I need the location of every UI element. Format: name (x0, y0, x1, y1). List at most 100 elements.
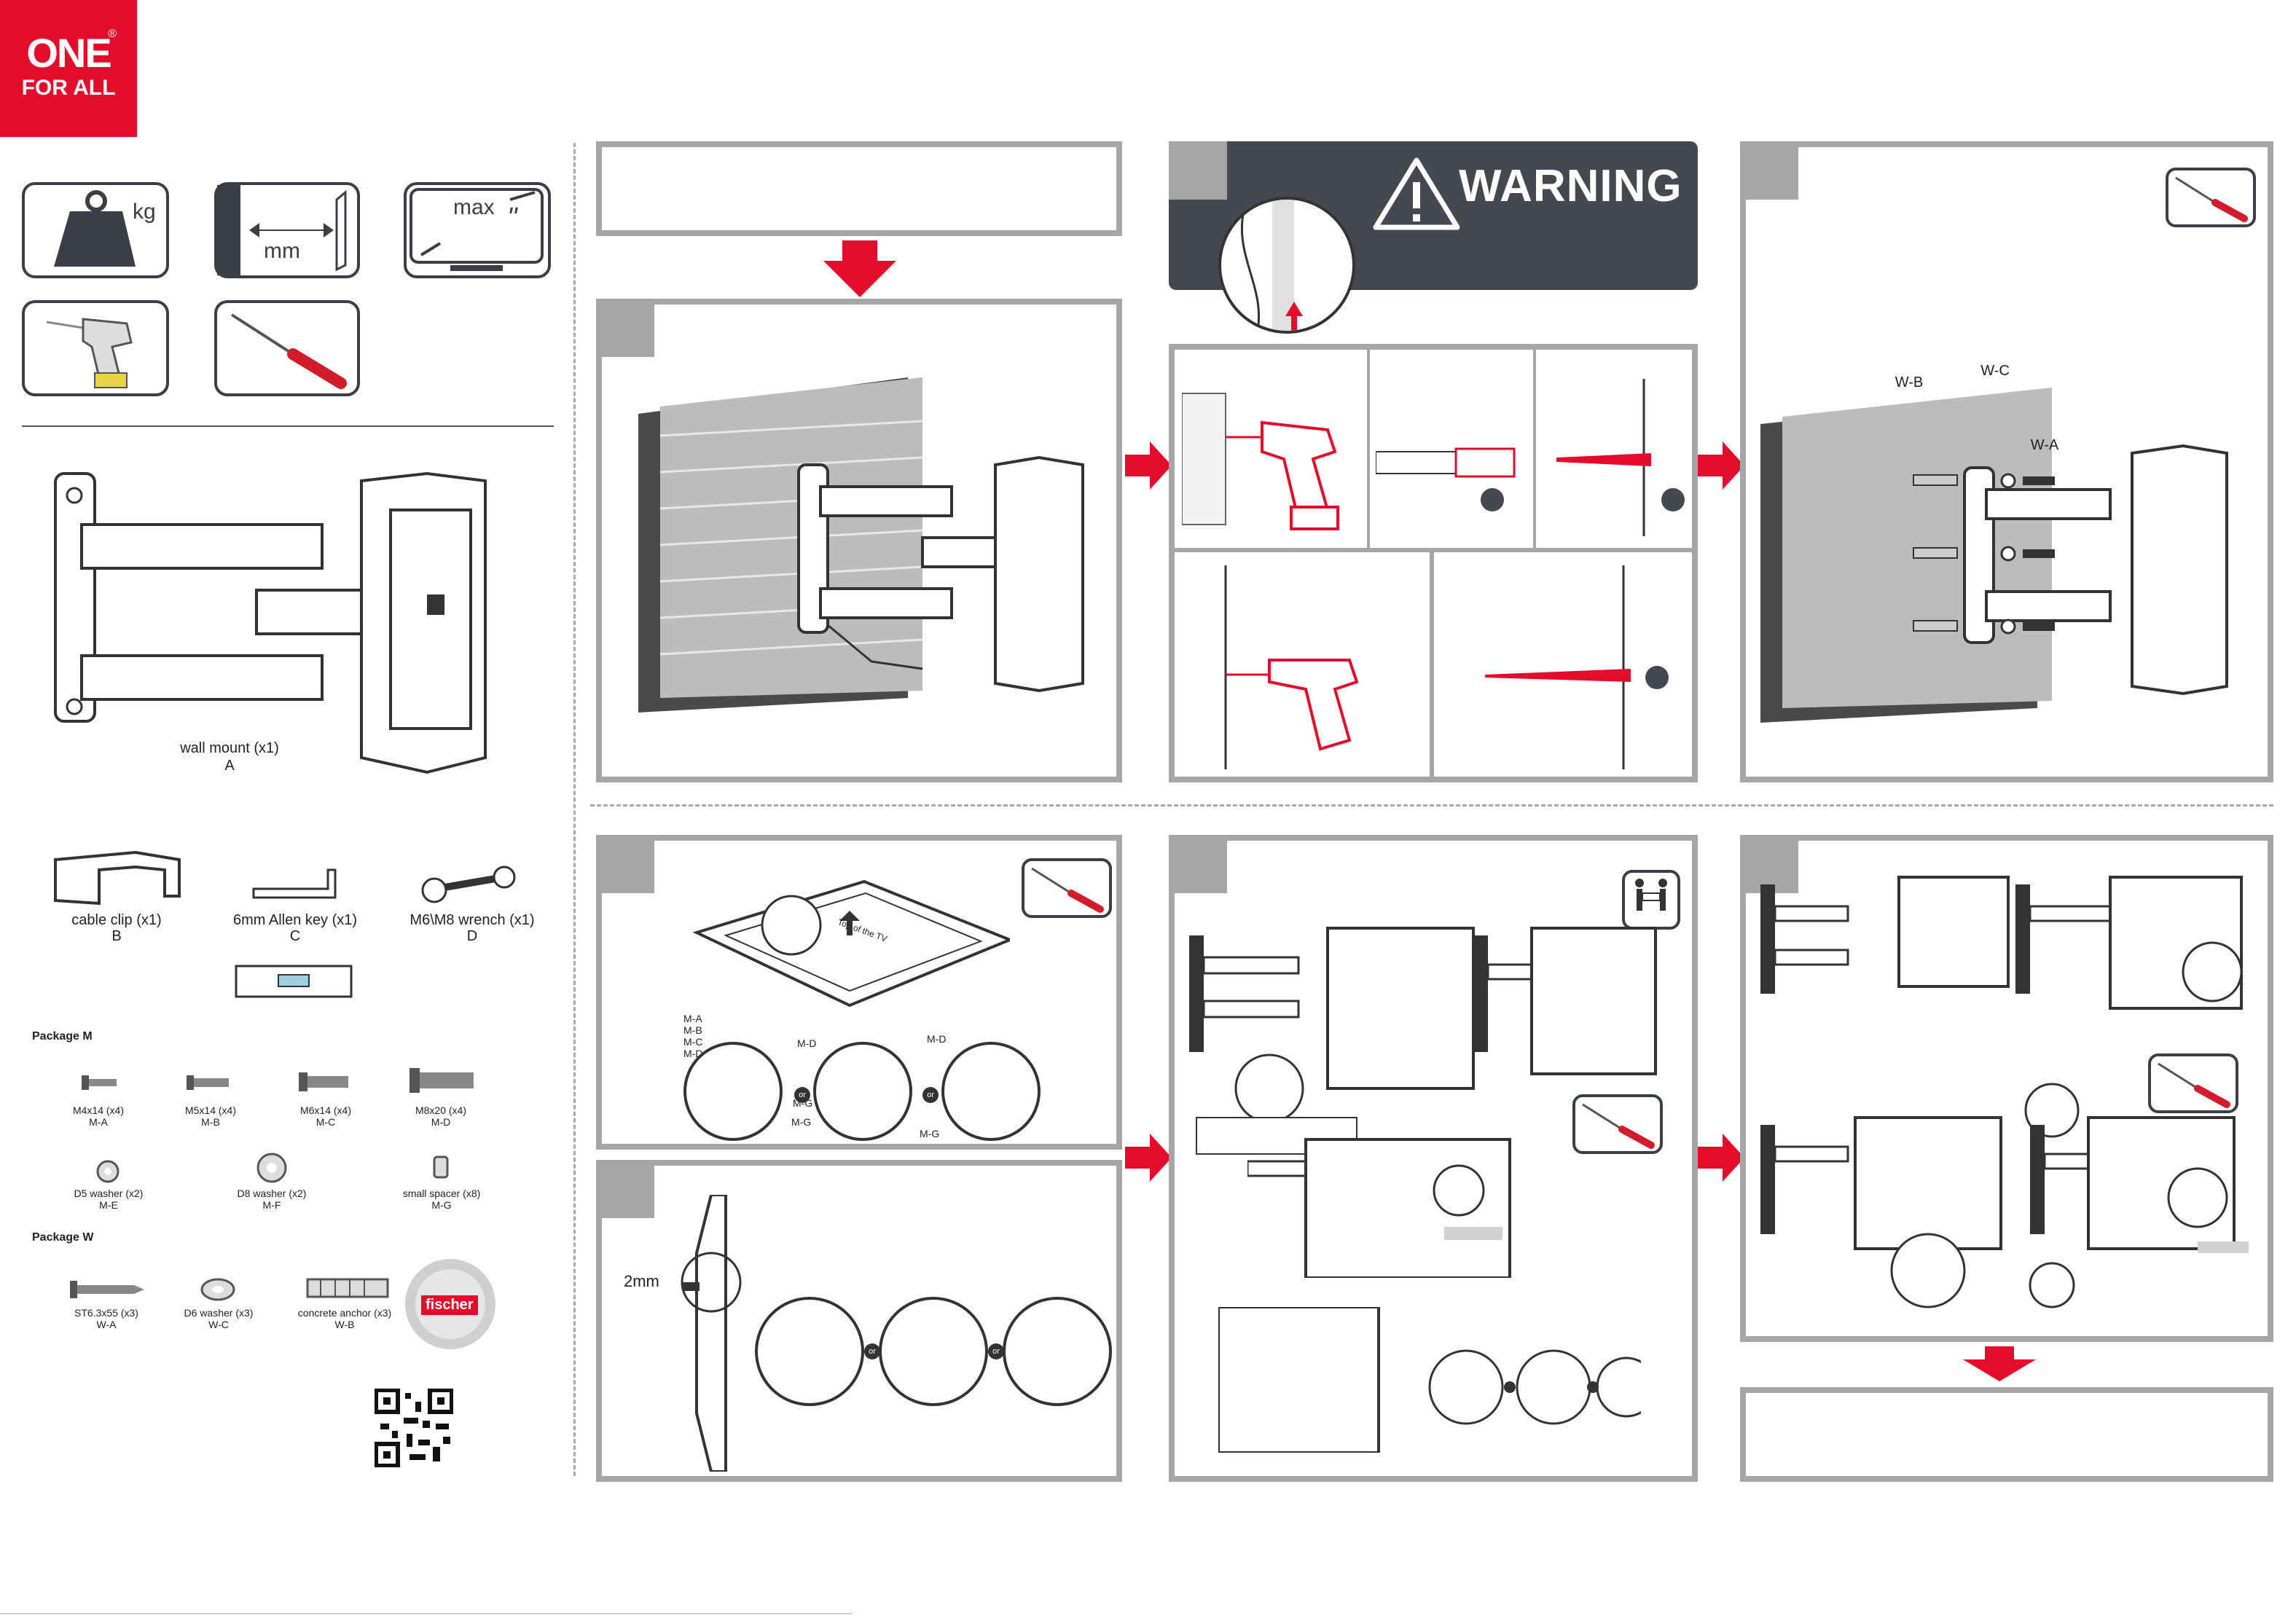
screwdriver-tool-chip (2148, 1053, 2238, 1113)
spacer-m-g-illustration (433, 1155, 449, 1179)
anchor-w-b-illustration (306, 1278, 389, 1298)
grid-line (1533, 350, 1536, 548)
or-badge-2: or (922, 1087, 939, 1103)
label-w-c: W-C (1980, 363, 2010, 379)
label-w-b: W-B (1895, 374, 1924, 390)
code-m-a: M-A (683, 1013, 702, 1024)
screw-m-c-illustration (299, 1072, 348, 1091)
cable-clip-code: B (111, 928, 122, 944)
screwdriver-icon (2158, 1062, 2230, 1108)
arrow-right-icon (1698, 1134, 1744, 1182)
level-adjust-illustration (1760, 1083, 2249, 1308)
screwdriver-tool-chip (1572, 1094, 1663, 1154)
screwdriver-tool-chip (1022, 858, 1112, 918)
weight-unit: kg (133, 200, 156, 224)
bottom-rule (0, 1613, 853, 1614)
washer-w-c-code: W-C (208, 1319, 229, 1330)
anchor-w-b-label: concrete anchor (x3) (297, 1307, 392, 1319)
weight-icon (54, 190, 136, 267)
washer-m-e-label: D5 washer (x2) (74, 1188, 144, 1199)
step6-panel (1169, 835, 1698, 1482)
wall-mount-code: A (224, 758, 235, 774)
or-badge-3: or (864, 1343, 880, 1359)
screwdriver-icon (1031, 867, 1104, 913)
grid-line (1367, 350, 1370, 548)
label-m-d-1: M-D (797, 1037, 817, 1049)
step5-panel: 2mm or or (596, 1160, 1122, 1482)
drill-tool-box (22, 300, 169, 396)
step1-marking-wall-illustration (638, 377, 1084, 713)
step3-wall-mount-illustration (1760, 388, 2228, 723)
screw-m-b-code: M-B (201, 1116, 220, 1128)
screen-max-label: max (453, 195, 495, 219)
spacer-m-g-code: M-G (431, 1199, 452, 1211)
lock-tv-illustration (1247, 1138, 1511, 1278)
step1-panel (596, 299, 1122, 782)
arrow-right-icon (1125, 1134, 1172, 1182)
arrow-down-icon (1963, 1346, 2036, 1381)
grid-line (1430, 552, 1434, 777)
label-m-g-2: M-G (791, 1116, 812, 1128)
spacer-detail-3 (1003, 1297, 1112, 1406)
washer-m-f-code: M-F (262, 1199, 281, 1211)
washer-w-c-illustration (200, 1278, 235, 1301)
screwdriver-tool-chip (2166, 168, 2256, 227)
washer-w-c-label: D6 washer (x3) (184, 1307, 254, 1319)
screen-size-icon (410, 188, 544, 271)
fischer-logo-text: fischer (421, 1295, 478, 1315)
detail-circle-2 (813, 1042, 912, 1141)
step3-number-tab (1746, 147, 1798, 200)
step2-number-tab (1169, 141, 1227, 200)
washer-m-f-label: D8 washer (x2) (237, 1188, 307, 1199)
row-divider (590, 804, 2273, 806)
brand-line2: FOR ALL (21, 76, 116, 100)
wood-screw-w-a-label: ST6.3x55 (x3) (74, 1307, 138, 1319)
screw-m-b-illustration (187, 1075, 229, 1090)
spirit-level-illustration (235, 965, 353, 998)
screw-m-a-label: M4x14 (x4) (72, 1104, 125, 1116)
arrow-down-icon (823, 240, 896, 297)
screw-m-a-illustration (82, 1075, 117, 1090)
wrench-code: D (466, 928, 478, 944)
screw-m-d-label: M8x20 (x4) (415, 1104, 467, 1116)
tighten-screws-illustration (1218, 1307, 1641, 1453)
weight-limit-box: kg (22, 182, 169, 278)
screw-m-a-code: M-A (89, 1116, 108, 1128)
washer-m-f-illustration (256, 1153, 287, 1183)
screen-inch-label: " (507, 203, 517, 233)
warning-title: WARNING (1459, 161, 1682, 211)
depth-icon (217, 185, 347, 275)
screw-m-c-label: M6x14 (x4) (299, 1104, 352, 1116)
brand-reg: ® (108, 28, 117, 40)
label-m-d-2: M-D (927, 1033, 947, 1045)
step4-panel: Top of the TV M-A M-B M-C M-D M-D M-D M-… (596, 835, 1122, 1150)
tilt-adjust-illustration (1760, 876, 2243, 1010)
wood-screw-w-a-illustration (70, 1281, 144, 1298)
allen-key-illustration (252, 868, 337, 899)
hidden-cable-illustration (1240, 200, 1303, 331)
left-divider (22, 425, 554, 427)
screw-m-d-illustration (410, 1068, 474, 1093)
washer-m-e-illustration (96, 1160, 119, 1183)
spacer-detail-2 (879, 1297, 988, 1406)
step4-number-tab (602, 841, 654, 893)
package-m-title: Package M (32, 1030, 93, 1043)
depth-unit: mm (264, 239, 300, 263)
wrench-label: M6\M8 wrench (x1) (410, 912, 535, 928)
wall-mount-illustration (54, 471, 487, 774)
warning-triangle-icon (1373, 157, 1460, 230)
cable-clip-illustration (54, 850, 181, 906)
spacer-detail-1 (755, 1297, 864, 1406)
label-w-a: W-A (2030, 437, 2059, 453)
grid-line (1175, 548, 1692, 552)
tv-back-illustration (692, 879, 1010, 1008)
washer-m-e-code: M-E (99, 1199, 118, 1211)
screwdriver-icon (230, 313, 347, 389)
allen-key-label: 6mm Allen key (x1) (232, 912, 358, 928)
or-badge-4: or (988, 1343, 1004, 1359)
gap-label: 2mm (624, 1272, 659, 1290)
allen-key-code: C (289, 928, 301, 944)
step3-panel: W-B W-C W-A (1740, 141, 2273, 782)
detail-circle-1 (683, 1042, 783, 1141)
screw-m-c-code: M-C (316, 1116, 336, 1128)
